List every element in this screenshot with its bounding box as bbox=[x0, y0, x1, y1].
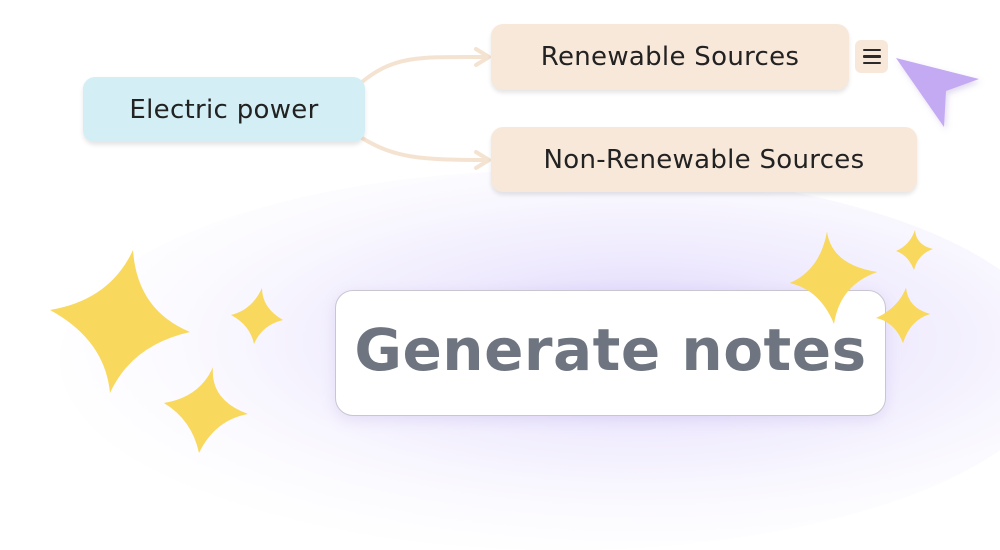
mindmap-node-renewable[interactable]: Renewable Sources bbox=[491, 24, 849, 90]
sparkle-icon bbox=[164, 367, 248, 453]
sparkle-icon bbox=[876, 288, 930, 343]
connector-nonrenewable bbox=[360, 136, 490, 162]
arrowhead-nonrenewable bbox=[474, 150, 491, 170]
connector-renewable bbox=[360, 54, 490, 84]
sparkle-icon bbox=[896, 230, 933, 270]
mindmap-root-node[interactable]: Electric power bbox=[83, 77, 365, 142]
pointer-arrow-icon bbox=[896, 58, 979, 127]
root-node-label: Electric power bbox=[129, 94, 319, 125]
sparkle-icon bbox=[50, 250, 190, 393]
hamburger-menu-icon bbox=[862, 48, 881, 65]
generate-notes-button[interactable]: Generate notes bbox=[335, 290, 886, 416]
renewable-node-label: Renewable Sources bbox=[540, 42, 800, 72]
arrowhead-renewable bbox=[474, 47, 491, 67]
sparkle-icon bbox=[231, 288, 283, 344]
mindmap-node-nonrenewable[interactable]: Non-Renewable Sources bbox=[491, 127, 917, 192]
sparkle-icon bbox=[790, 232, 877, 324]
node-menu-button[interactable] bbox=[855, 40, 888, 73]
generate-notes-label: Generate notes bbox=[354, 316, 867, 384]
sparkles-overlay bbox=[790, 232, 930, 343]
mindmap-connectors bbox=[360, 47, 491, 170]
nonrenewable-node-label: Non-Renewable Sources bbox=[543, 144, 865, 175]
